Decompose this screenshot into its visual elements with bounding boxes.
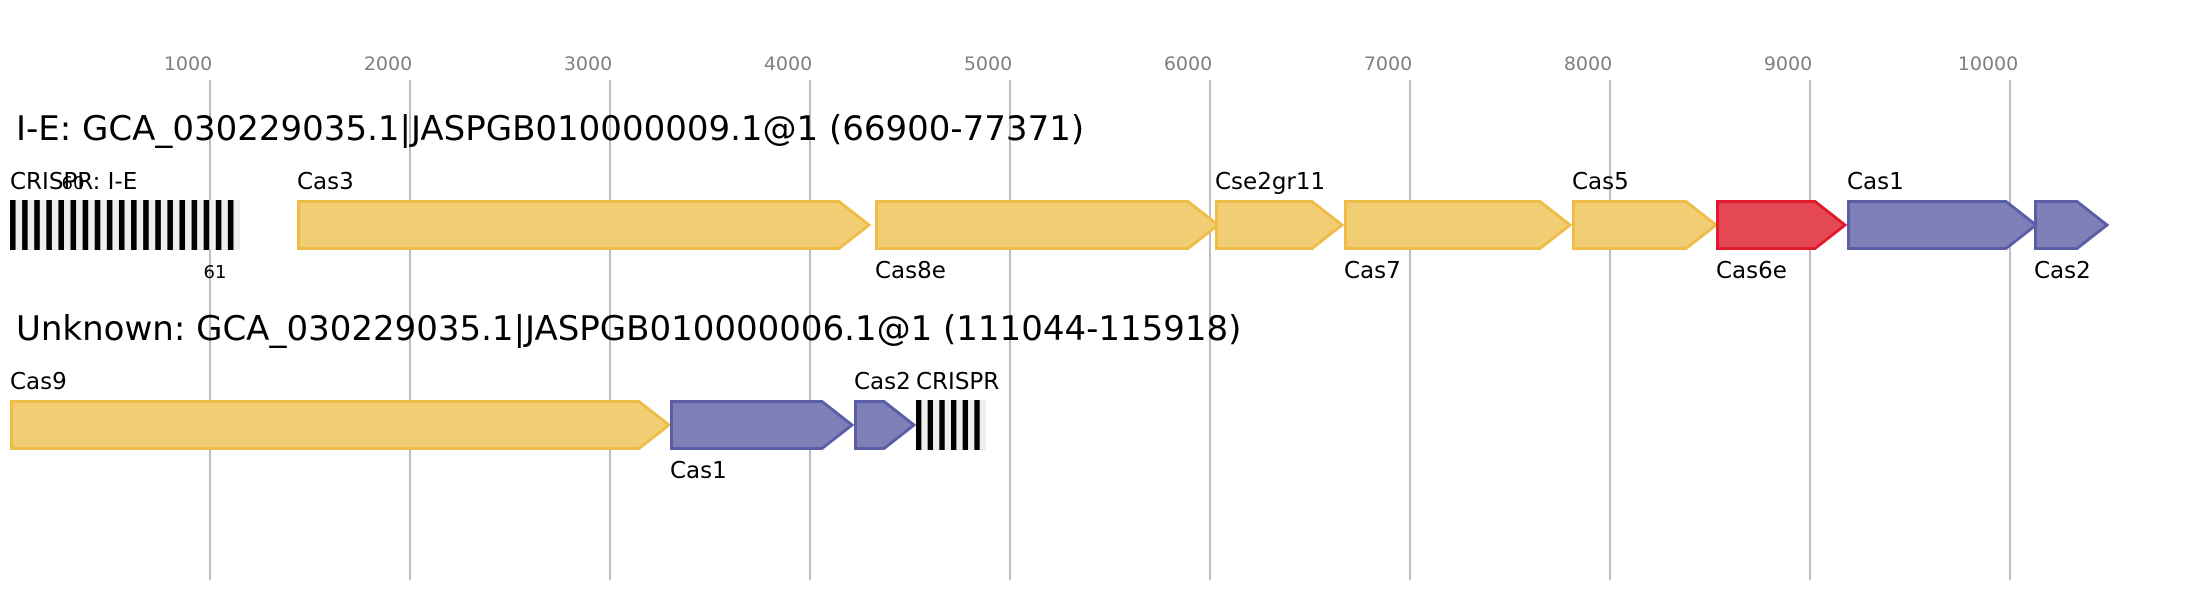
gene-cas9[interactable]: Cas9: [10, 369, 672, 450]
gene-arrow[interactable]: [2034, 200, 2110, 250]
crispr-label: CRISPR: I-E: [10, 169, 137, 195]
crispr-repeat: [106, 200, 113, 250]
gene-label: Cas5: [1572, 169, 1629, 195]
gene-label: Cas9: [10, 369, 67, 395]
crispr-spacer-count: 60: [62, 173, 85, 194]
gene-cas5[interactable]: Cas5: [1572, 169, 1719, 250]
gene-arrow[interactable]: [875, 200, 1221, 250]
tick-label: 1000: [164, 53, 212, 75]
tick-label: 7000: [1364, 53, 1412, 75]
tick-label: 9000: [1764, 53, 1812, 75]
tick-label: 4000: [764, 53, 812, 75]
crispr-repeat: [215, 200, 222, 250]
tick-label: 2000: [364, 53, 412, 75]
gene-arrow[interactable]: [1572, 200, 1719, 250]
gene-arrow[interactable]: [297, 200, 872, 250]
gene-cse2gr11[interactable]: Cse2gr11: [1215, 169, 1345, 250]
gene-arrow[interactable]: [10, 400, 672, 450]
gene-cas8e[interactable]: Cas8e: [875, 200, 1221, 285]
crispr-repeat: [227, 200, 234, 250]
axis-gridlines: [209, 80, 2011, 580]
gene-label: Cas1: [1847, 169, 1904, 195]
gene-cas2[interactable]: Cas2: [854, 369, 917, 450]
locus-track: Unknown: GCA_030229035.1|JASPGB010000006…: [10, 309, 1241, 484]
crispr-label: CRISPR: [916, 369, 999, 395]
gene-label: Cas7: [1344, 258, 1401, 284]
loci: I-E: GCA_030229035.1|JASPGB010000009.1@1…: [10, 109, 2110, 484]
tick-label: 6000: [1164, 53, 1212, 75]
crispr-repeat: [939, 400, 945, 450]
crispr-repeat: [131, 200, 137, 250]
gene-label: Cas3: [297, 169, 354, 195]
gene-arrow[interactable]: [854, 400, 917, 450]
gene-arrow[interactable]: [1847, 200, 2039, 250]
crispr-array[interactable]: CRISPR: [916, 369, 999, 450]
crispr-repeat: [34, 200, 40, 250]
crispr-repeat: [58, 200, 64, 250]
gene-arrow[interactable]: [1344, 200, 1573, 250]
gene-cas6e[interactable]: Cas6e: [1716, 200, 1848, 285]
crispr-repeat: [82, 200, 89, 250]
crispr-repeat: [927, 400, 934, 450]
crispr-repeat: [46, 200, 52, 250]
crispr-repeat: [962, 400, 969, 450]
gene-cas2[interactable]: Cas2: [2034, 200, 2110, 285]
crispr-repeat: [118, 200, 125, 250]
tick-label: 3000: [564, 53, 612, 75]
crispr-repeat: [167, 200, 173, 250]
gene-label: Cas6e: [1716, 258, 1787, 284]
crispr-repeat: [179, 200, 186, 250]
crispr-repeat: [155, 200, 161, 250]
crispr-repeat: [94, 200, 101, 250]
crispr-repeat: [203, 200, 210, 250]
gene-label: Cse2gr11: [1215, 169, 1325, 195]
gene-arrow[interactable]: [1716, 200, 1848, 250]
gene-cas3[interactable]: Cas3: [297, 169, 872, 250]
crispr-repeat: [10, 200, 16, 250]
crispr-repeat: [916, 400, 922, 450]
crispr-repeat: [191, 200, 198, 250]
crispr-repeat: [143, 200, 149, 250]
tick-label: 10000: [1958, 53, 2018, 75]
gene-arrow[interactable]: [670, 400, 855, 450]
gene-cas7[interactable]: Cas7: [1344, 200, 1573, 285]
tick-label: 5000: [964, 53, 1012, 75]
crispr-repeat: [974, 400, 980, 450]
gene-cas1[interactable]: Cas1: [1847, 169, 2039, 250]
gene-arrow[interactable]: [1215, 200, 1345, 250]
gene-label: Cas1: [670, 458, 727, 484]
gene-label: Cas2: [2034, 258, 2091, 284]
crispr-spacer-count: 61: [204, 262, 227, 283]
tick-label: 8000: [1564, 53, 1612, 75]
gene-label: Cas8e: [875, 258, 946, 284]
gene-cas1[interactable]: Cas1: [670, 400, 855, 485]
crispr-repeat: [70, 200, 77, 250]
locus-title: I-E: GCA_030229035.1|JASPGB010000009.1@1…: [16, 109, 1084, 149]
crispr-repeat: [951, 400, 957, 450]
locus-title: Unknown: GCA_030229035.1|JASPGB010000006…: [16, 309, 1241, 349]
gene-label: Cas2: [854, 369, 911, 395]
axis-tick-labels: 1000 2000 3000 4000 5000 6000 7000 8000 9000 1000…: [164, 53, 2018, 75]
locus-track: I-E: GCA_030229035.1|JASPGB010000009.1@1…: [10, 109, 2110, 285]
crispr-array[interactable]: 60 61 CRISPR: I-E: [10, 169, 240, 283]
crispr-repeat: [22, 200, 28, 250]
